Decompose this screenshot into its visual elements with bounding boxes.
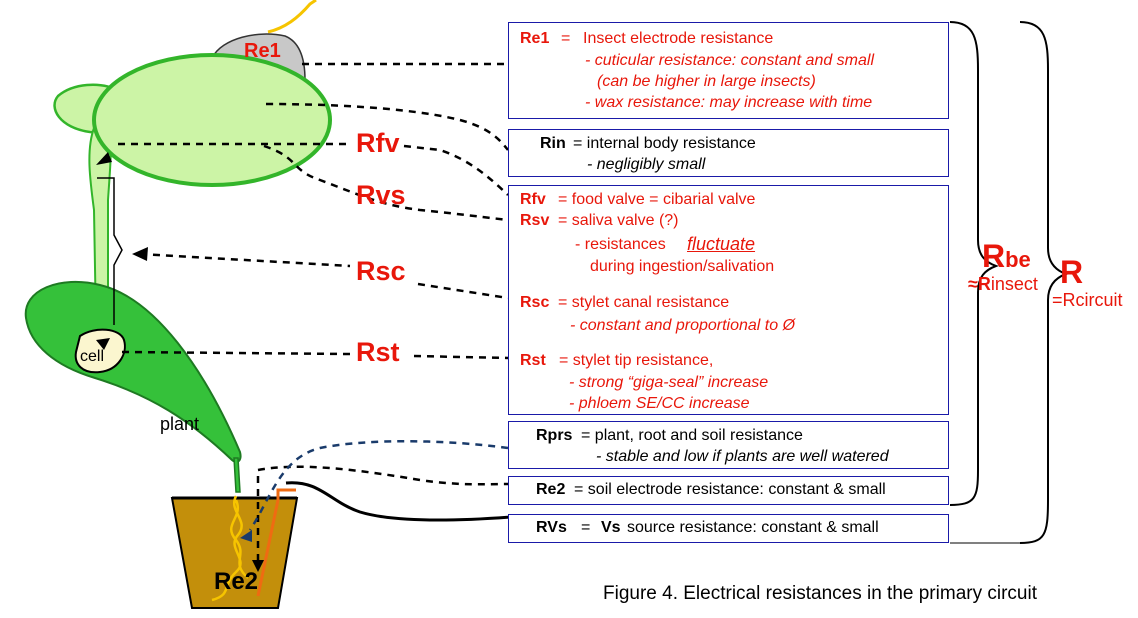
rvs-equals: = — [581, 519, 591, 536]
re1-line2: - cuticular resistance: constant and sma… — [585, 52, 875, 69]
rinsect-label: ≈Rinsect — [968, 274, 1038, 295]
rst-line3: - phloem SE/CC increase — [569, 395, 750, 412]
rbe-main: R — [982, 238, 1006, 274]
rst-line2: - strong “giga-seal” increase — [569, 374, 769, 391]
plant-label: plant — [160, 414, 200, 434]
rprs-description-box: Rprs = plant, root and soil resistance -… — [508, 421, 949, 469]
re1-label: Re1 — [244, 40, 281, 62]
rprs-desc: = plant, root and soil resistance — [581, 427, 803, 444]
r-brace — [1019, 21, 1069, 544]
rin-description-box: Rin = internal body resistance - negligi… — [508, 129, 949, 177]
soil-electrode — [256, 488, 296, 597]
re2-desc: = soil electrode resistance: constant & … — [574, 481, 886, 498]
re1-description-box: Re1 = Insect electrode resistance - cuti… — [508, 22, 949, 119]
rsv-desc: = saliva valve (?) — [558, 212, 679, 229]
plant-stem — [233, 457, 241, 493]
fluct-prefix: - resistances — [575, 236, 666, 253]
rfv-desc: = food valve = cibarial valve — [558, 191, 756, 208]
rbe-sub: be — [1005, 247, 1031, 272]
rin-code: Rin — [540, 135, 566, 152]
re2-description-box: Re2 = soil electrode resistance: constan… — [508, 476, 949, 505]
valves-stylet-box: Rfv = food valve = cibarial valve Rsv = … — [508, 185, 949, 415]
rprs-line2: - stable and low if plants are well wate… — [596, 448, 889, 465]
rst-label: Rst — [356, 337, 400, 367]
rsc-desc: = stylet canal resistance — [558, 294, 730, 311]
rvs-desc: source resistance: constant & small — [627, 519, 879, 536]
rsv-code: Rsv — [520, 212, 550, 229]
fluct-word: fluctuate — [687, 234, 756, 254]
rprs-code: Rprs — [536, 427, 573, 444]
re1-line3: (can be higher in large insects) — [597, 73, 816, 90]
rst-desc: = stylet tip resistance, — [559, 352, 714, 369]
rst-code: Rst — [520, 352, 546, 369]
rvs-vs: Vs — [601, 519, 621, 536]
rbe-brace — [949, 21, 999, 506]
re1-equals: = — [561, 30, 571, 47]
rsc-label: Rsc — [356, 256, 406, 286]
re1-code: Re1 — [520, 30, 550, 47]
rfv-label: Rfv — [356, 128, 400, 158]
rbe-label: Rbe — [982, 238, 1031, 275]
re2-code: Re2 — [536, 481, 566, 498]
re1-desc: Insect electrode resistance — [583, 30, 774, 47]
fluct-line2: during ingestion/salivation — [590, 258, 775, 275]
rinsect-sub: insect — [990, 274, 1038, 294]
rin-desc: = internal body resistance — [573, 135, 756, 152]
re2-label: Re2 — [214, 568, 259, 595]
rsc-line2: - constant and proportional to Ø — [570, 317, 796, 334]
rinsect-prefix: ≈R — [968, 274, 991, 294]
r-total-label: R — [1060, 254, 1084, 290]
plant-cell — [74, 328, 126, 374]
rsc-code: Rsc — [520, 294, 550, 311]
rvs-label: Rvs — [356, 180, 406, 210]
rvs-code: RVs — [536, 519, 567, 536]
insect-body — [92, 53, 332, 187]
insect-wire — [267, 0, 317, 34]
re1-line4: - wax resistance: may increase with time — [585, 94, 873, 111]
rcircuit-sub: circuit — [1075, 290, 1123, 310]
rin-line2: - negligibly small — [587, 156, 706, 173]
figure-caption: Figure 4. Electrical resistances in the … — [603, 583, 1037, 604]
plant-roots — [211, 495, 249, 602]
stylet-bracket — [97, 177, 123, 325]
source-wire — [285, 481, 511, 522]
rcircuit-label: =Rcircuit — [1052, 290, 1123, 311]
rvs-description-box: RVs = Vs source resistance: constant & s… — [508, 514, 949, 543]
cell-label: cell — [80, 348, 105, 365]
rfv-code: Rfv — [520, 191, 546, 208]
rcircuit-prefix: =R — [1052, 290, 1076, 310]
plant-leaf — [24, 280, 242, 463]
